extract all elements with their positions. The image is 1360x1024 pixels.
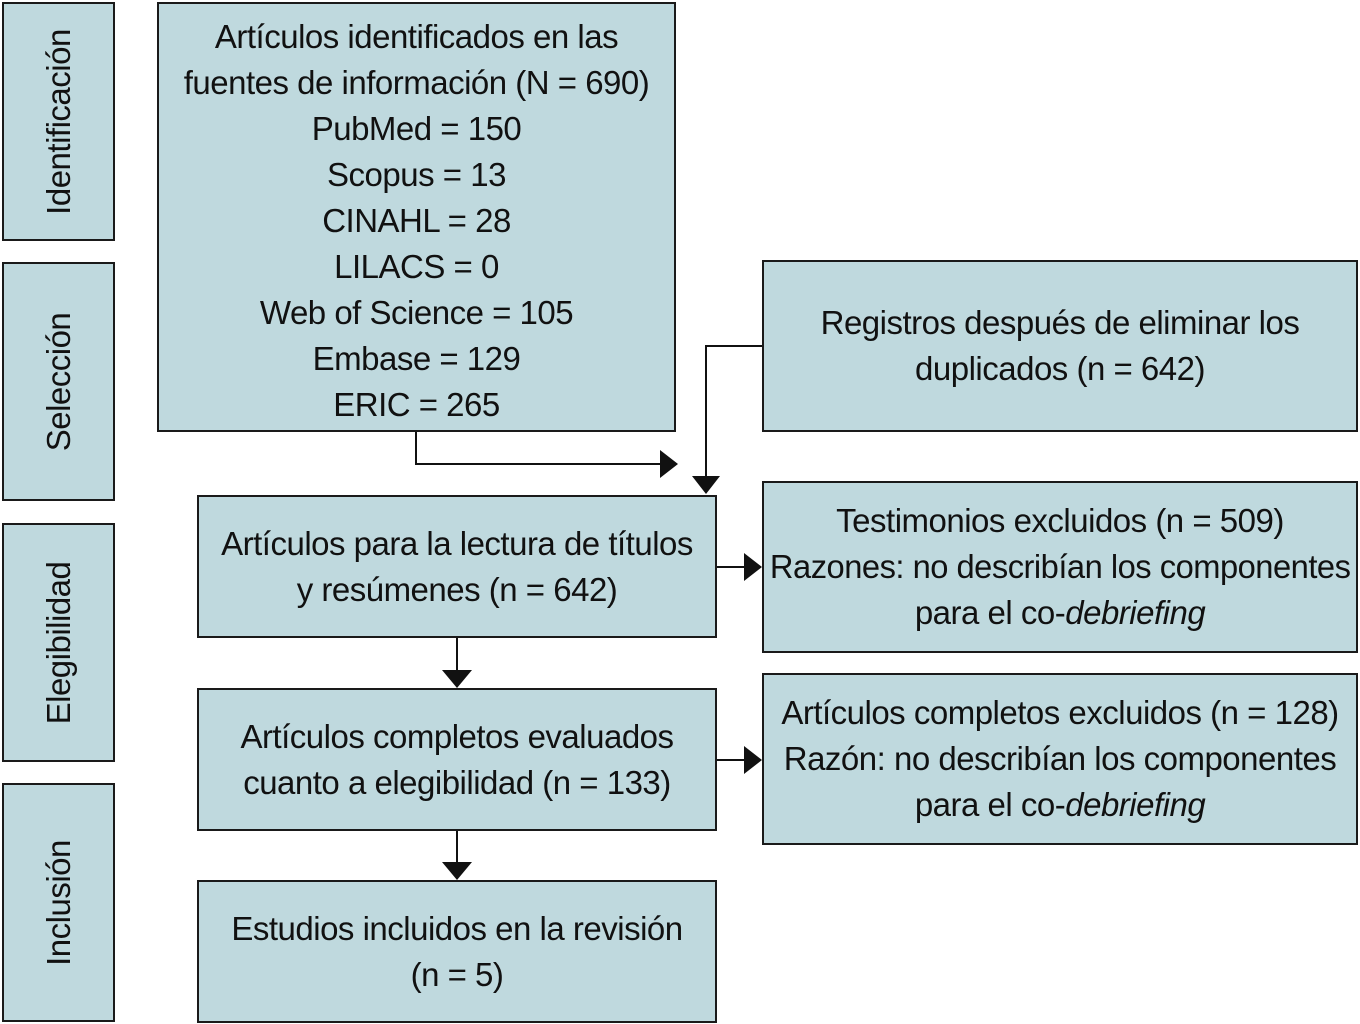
- excluded-fulltext-box: Artículos completos excluidos (n = 128) …: [762, 673, 1358, 845]
- source-pubmed: PubMed = 150: [311, 110, 522, 147]
- fulltext-box: Artículos completos evaluados cuanto a e…: [197, 688, 717, 831]
- identified-line2: fuentes de información (N = 690): [183, 64, 650, 101]
- connector-dedup-to-screening: [705, 345, 762, 476]
- screening-box: Artículos para la lectura de títulos y r…: [197, 495, 717, 638]
- stage-inclusion: Inclusión: [2, 783, 115, 1022]
- excluded-fulltext-prefix: para el co-: [914, 786, 1066, 823]
- included-box: Estudios incluidos en la revisión (n = 5…: [197, 880, 717, 1023]
- stage-eligibility: Elegibilidad: [2, 523, 115, 762]
- deduplicated-line2: duplicados (n = 642): [915, 350, 1205, 387]
- source-cinahl: CINAHL = 28: [322, 202, 511, 239]
- stage-selection: Selección: [2, 262, 115, 501]
- source-wos: Web of Science = 105: [259, 294, 574, 331]
- excluded-screening-box: Testimonios excluidos (n = 509) Razones:…: [762, 481, 1358, 653]
- deduplicated-box: Registros después de eliminar los duplic…: [762, 260, 1358, 432]
- fulltext-line1: Artículos completos evaluados: [240, 717, 674, 755]
- excluded-fulltext-line1: Artículos completos excluidos (n = 128): [781, 694, 1339, 731]
- stage-identification: Identificación: [2, 2, 115, 241]
- arrowhead-right-identified: [660, 450, 678, 478]
- arrowhead-right-excluded-screening: [744, 553, 762, 581]
- excluded-screening-line2: Razones: no describían los componentes: [769, 548, 1351, 585]
- excluded-fulltext-line2: Razón: no describían los componentes: [783, 740, 1337, 777]
- connector-identified-to-screening: [415, 432, 660, 465]
- screening-line2: y resúmenes (n = 642): [296, 570, 618, 608]
- arrowhead-down-included: [442, 862, 472, 880]
- screening-line1: Artículos para la lectura de títulos: [221, 524, 693, 562]
- arrowhead-down-fulltext: [442, 670, 472, 688]
- excluded-fulltext-italic: debriefing: [1065, 786, 1206, 823]
- excluded-screening-prefix: para el co-: [914, 594, 1066, 631]
- source-eric: ERIC = 265: [333, 386, 500, 423]
- identified-box: Artículos identificados en las fuentes d…: [157, 2, 676, 432]
- arrowhead-down-dedup: [692, 476, 720, 494]
- included-line2: (n = 5): [410, 955, 504, 993]
- source-embase: Embase = 129: [312, 340, 521, 377]
- source-scopus: Scopus = 13: [327, 156, 506, 193]
- deduplicated-line1: Registros después de eliminar los: [820, 304, 1300, 341]
- excluded-screening-line3: para el co-debriefing: [914, 590, 1206, 636]
- identified-line1: Artículos identificados en las: [214, 18, 619, 55]
- included-line1: Estudios incluidos en la revisión: [231, 909, 683, 947]
- fulltext-line2: cuanto a elegibilidad (n = 133): [243, 763, 671, 801]
- excluded-screening-italic: debriefing: [1065, 594, 1206, 631]
- source-lilacs: LILACS = 0: [334, 248, 499, 285]
- excluded-screening-line1: Testimonios excluidos (n = 509): [836, 502, 1284, 539]
- excluded-fulltext-line3: para el co-debriefing: [914, 782, 1206, 828]
- arrowhead-right-excluded-fulltext: [744, 746, 762, 774]
